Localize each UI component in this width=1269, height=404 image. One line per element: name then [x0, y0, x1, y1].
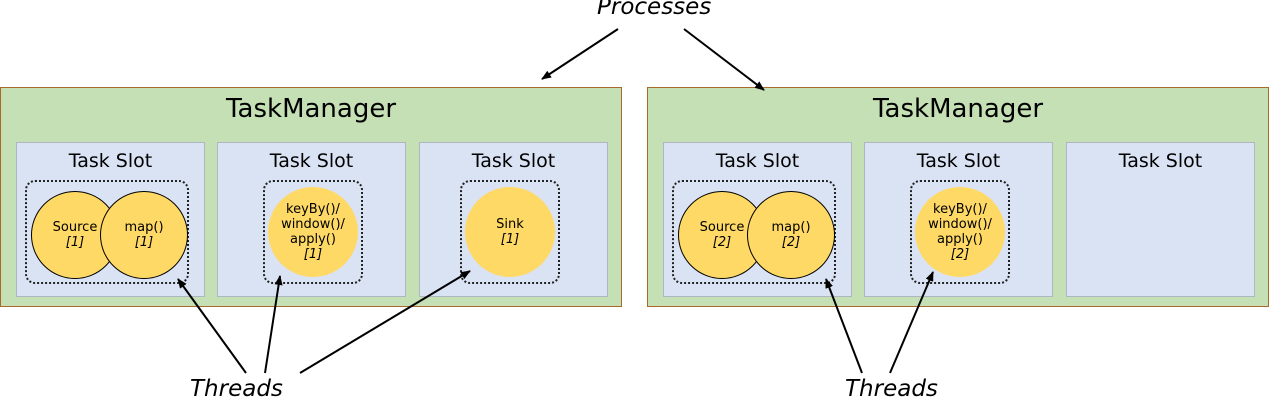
- threads-label-right: Threads: [845, 376, 938, 402]
- task-slot-title: Task Slot: [916, 150, 1001, 172]
- task-slot-title: Task Slot: [471, 150, 556, 172]
- thread-group: [672, 180, 836, 284]
- processes-label: Processes: [597, 0, 712, 20]
- operator-keyby-window-apply: keyBy()/ window()/ apply() [2]: [915, 187, 1005, 277]
- task-slot-title: Task Slot: [269, 150, 354, 172]
- task-manager-1: TaskManager Task Slot Source [1] map() […: [0, 87, 622, 307]
- operator-name: map(): [771, 220, 811, 235]
- operator-index: [2]: [781, 235, 801, 250]
- operator-index: [2]: [950, 247, 970, 262]
- task-slot-1-3: Task Slot Sink [1]: [419, 142, 608, 297]
- task-slot-title: Task Slot: [715, 150, 800, 172]
- operator-name: map(): [124, 220, 164, 235]
- operator-name-line: apply(): [937, 232, 983, 247]
- thread-arrow-3: [299, 270, 471, 374]
- operator-name-line: window()/: [928, 217, 992, 232]
- task-manager-2: TaskManager Task Slot Source [2] map() […: [647, 87, 1269, 307]
- thread-group: [460, 180, 560, 284]
- operator-name: Source: [52, 220, 98, 235]
- operator-name: Source: [699, 220, 745, 235]
- task-slot-2-3: Task Slot: [1066, 142, 1255, 297]
- task-manager-title: TaskManager: [872, 94, 1044, 124]
- operator-map: map() [1]: [100, 191, 188, 279]
- operator-name: Sink: [496, 217, 524, 232]
- operator-keyby-window-apply: keyBy()/ window()/ apply() [1]: [268, 187, 358, 277]
- operator-index: [1]: [303, 247, 323, 262]
- process-arrow-left: [541, 28, 619, 80]
- task-slot-title: Task Slot: [68, 150, 153, 172]
- process-arrow-right: [683, 28, 765, 91]
- task-manager-title: TaskManager: [225, 94, 397, 124]
- operator-source: Source [2]: [678, 191, 766, 279]
- thread-group: [263, 180, 363, 284]
- operator-index: [1]: [134, 235, 154, 250]
- task-slot-title: Task Slot: [1118, 150, 1203, 172]
- thread-group: [910, 180, 1010, 284]
- operator-index: [1]: [500, 232, 520, 247]
- thread-arrow-4: [825, 278, 863, 374]
- thread-arrow-2: [264, 275, 283, 374]
- task-slot-1-1: Task Slot Source [1] map() [1]: [16, 142, 205, 297]
- operator-sink: Sink [1]: [465, 187, 555, 277]
- task-slot-2-1: Task Slot Source [2] map() [2]: [663, 142, 852, 297]
- task-slot-2-2: Task Slot keyBy()/ window()/ apply() [2]: [864, 142, 1053, 297]
- task-slot-1-2: Task Slot keyBy()/ window()/ apply() [1]: [217, 142, 406, 297]
- operator-index: [2]: [712, 235, 732, 250]
- operator-name-line: window()/: [281, 217, 345, 232]
- thread-arrow-5: [889, 271, 934, 374]
- operator-name-line: apply(): [290, 232, 336, 247]
- thread-arrow-1: [177, 278, 247, 374]
- thread-group: [25, 180, 189, 284]
- threads-label-left: Threads: [190, 376, 283, 402]
- operator-name-line: keyBy()/: [933, 202, 987, 217]
- operator-index: [1]: [65, 235, 85, 250]
- operator-name-line: keyBy()/: [286, 202, 340, 217]
- operator-map: map() [2]: [747, 191, 835, 279]
